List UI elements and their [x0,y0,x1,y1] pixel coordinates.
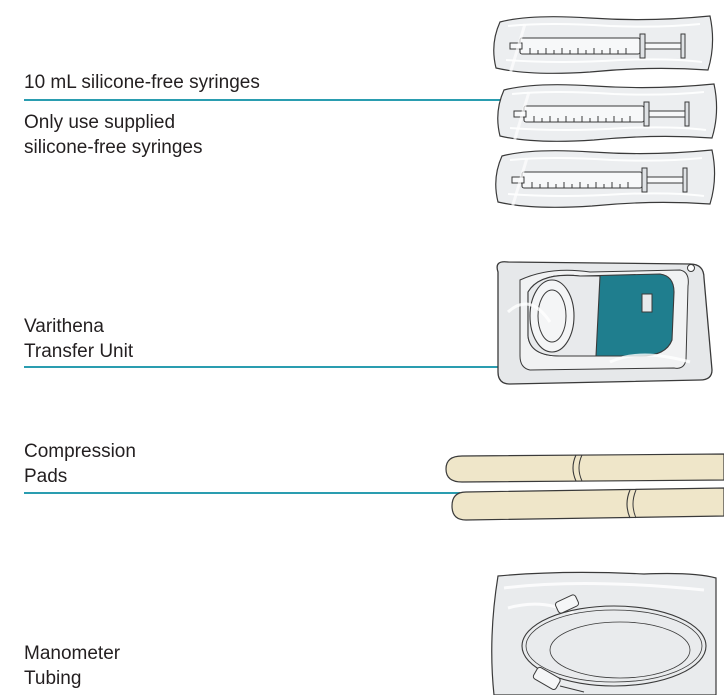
transfer-unit-leader-line [24,366,512,368]
transfer-unit-label-line1: Varithena [24,314,104,339]
syringes-label: 10 mL silicone-free syringes [24,70,260,95]
manometer-tubing-illustration [484,568,722,695]
compression-pads-illustration [440,450,724,526]
syringe-packages-illustration [486,10,724,210]
compression-pads-label-line1: Compression [24,439,136,464]
manometer-tubing-label-line1: Manometer [24,641,120,666]
syringes-note-line2: silicone-free syringes [24,135,202,160]
manometer-tubing-label-line2: Tubing [24,666,81,691]
compression-pads-leader-line [24,492,460,494]
syringes-note-line1: Only use supplied [24,110,175,135]
transfer-unit-illustration [490,252,720,387]
syringes-leader-line [24,99,516,101]
transfer-unit-label-line2: Transfer Unit [24,339,133,364]
compression-pads-label-line2: Pads [24,464,67,489]
